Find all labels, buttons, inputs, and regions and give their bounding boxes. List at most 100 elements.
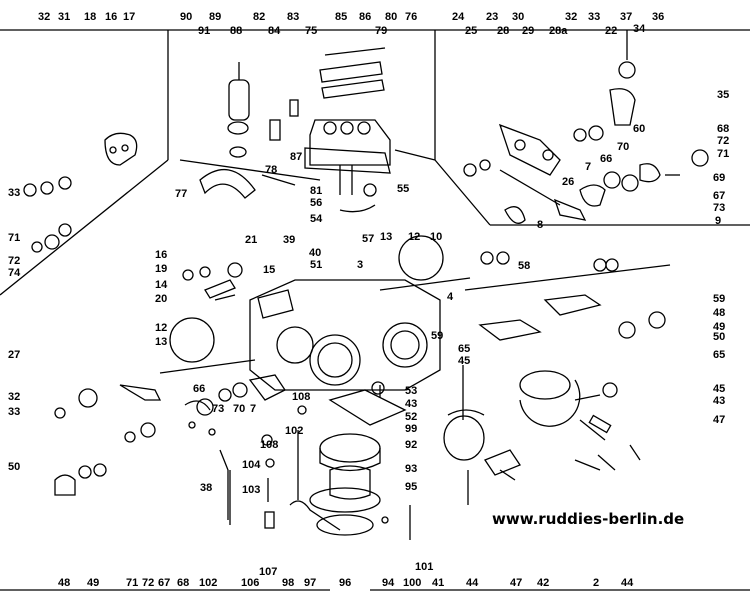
part-label: 57 (362, 233, 374, 245)
part-label: 47 (713, 414, 725, 426)
part-label: 92 (405, 439, 417, 451)
part-label: 102 (199, 577, 217, 589)
part-label: 71 (8, 232, 20, 244)
part-label: 21 (245, 234, 257, 246)
part-label: 101 (415, 561, 433, 573)
part-label: 66 (193, 383, 205, 395)
part-label: 104 (242, 459, 261, 471)
part-label: 60 (633, 123, 645, 135)
part-label: 81 (310, 185, 322, 197)
part-label: 73 (713, 202, 725, 214)
part-label: 43 (713, 395, 725, 407)
part-label: 55 (397, 183, 409, 195)
part-label: 68 (177, 577, 189, 589)
part-label: 93 (405, 463, 417, 475)
part-label: 94 (382, 577, 395, 589)
part-label: 96 (339, 577, 351, 589)
part-label: 90 (180, 11, 192, 23)
part-label: 49 (87, 577, 99, 589)
part-label: 25 (465, 25, 477, 37)
part-label: 47 (510, 577, 522, 589)
part-label: 36 (652, 11, 664, 23)
part-label: 79 (375, 25, 387, 37)
part-label: 20 (155, 293, 167, 305)
part-label: 27 (8, 349, 20, 361)
part-label: 48 (58, 577, 70, 589)
part-label: 32 (565, 11, 577, 23)
part-label: 69 (713, 172, 725, 184)
part-label: 43 (405, 398, 417, 410)
part-label: 29 (522, 25, 534, 37)
part-label: 72 (142, 577, 154, 589)
part-label: 23 (486, 11, 498, 23)
part-label: 12 (155, 322, 167, 334)
part-label: 32 (38, 11, 50, 23)
part-label: 50 (8, 461, 20, 473)
part-label: 28 (497, 25, 509, 37)
part-label: 32 (8, 391, 20, 403)
part-label: 8 (537, 219, 543, 231)
part-label: 76 (405, 11, 417, 23)
part-label: 15 (263, 264, 275, 276)
part-label: 50 (713, 331, 725, 343)
part-label: 88 (230, 25, 242, 37)
part-label: 67 (158, 577, 170, 589)
part-label: 59 (431, 330, 443, 342)
part-label: 70 (617, 141, 629, 153)
part-label: 99 (405, 423, 417, 435)
part-label: 33 (8, 406, 20, 418)
part-label: 38 (200, 482, 212, 494)
part-label: 65 (713, 349, 725, 361)
part-label: 89 (209, 11, 221, 23)
part-label: 4 (447, 291, 454, 303)
part-label: 16 (105, 11, 117, 23)
part-label: 66 (600, 153, 612, 165)
part-label: 65 (458, 343, 470, 355)
part-label: 18 (84, 11, 96, 23)
part-label: 70 (233, 403, 245, 415)
part-label: 12 (408, 231, 420, 243)
part-label: 30 (512, 11, 524, 23)
part-label: 13 (155, 336, 167, 348)
part-label: 22 (605, 25, 617, 37)
part-number-labels: 32 31 18 16 17 90 89 82 83 85 86 80 76 2… (8, 11, 729, 589)
part-label: 80 (385, 11, 397, 23)
part-label: 107 (259, 566, 277, 578)
part-label: 91 (198, 25, 210, 37)
part-label: 41 (432, 577, 444, 589)
part-label: 10 (430, 231, 442, 243)
part-label: 72 (717, 135, 729, 147)
part-label: 87 (290, 151, 302, 163)
part-label: 48 (713, 307, 725, 319)
part-label: 9 (715, 215, 721, 227)
part-label: 42 (537, 577, 549, 589)
part-label: 35 (717, 89, 729, 101)
part-label: 75 (305, 25, 317, 37)
part-label: 44 (621, 577, 634, 589)
part-label: 78 (265, 164, 277, 176)
part-label: 98 (282, 577, 294, 589)
part-label: 100 (403, 577, 421, 589)
part-label: 51 (310, 259, 322, 271)
part-label: 7 (250, 403, 256, 415)
part-label: 59 (713, 293, 725, 305)
part-label: 34 (633, 23, 646, 35)
part-label: 102 (285, 425, 303, 437)
part-label: 106 (241, 577, 259, 589)
part-label: 7 (585, 161, 591, 173)
part-label: 19 (155, 263, 167, 275)
part-label: 49 (713, 321, 725, 333)
part-label: 16 (155, 249, 167, 261)
part-label: 71 (126, 577, 138, 589)
part-label: 33 (8, 187, 20, 199)
part-label: 73 (212, 403, 224, 415)
part-label: 26 (562, 176, 574, 188)
part-label: 77 (175, 188, 187, 200)
part-label: 74 (8, 267, 21, 279)
part-label: 85 (335, 11, 347, 23)
part-label: 31 (58, 11, 70, 23)
part-label: 45 (713, 383, 725, 395)
part-label: 58 (518, 260, 530, 272)
part-label: 40 (309, 247, 321, 259)
website-url: www.ruddies-berlin.de (492, 510, 685, 528)
